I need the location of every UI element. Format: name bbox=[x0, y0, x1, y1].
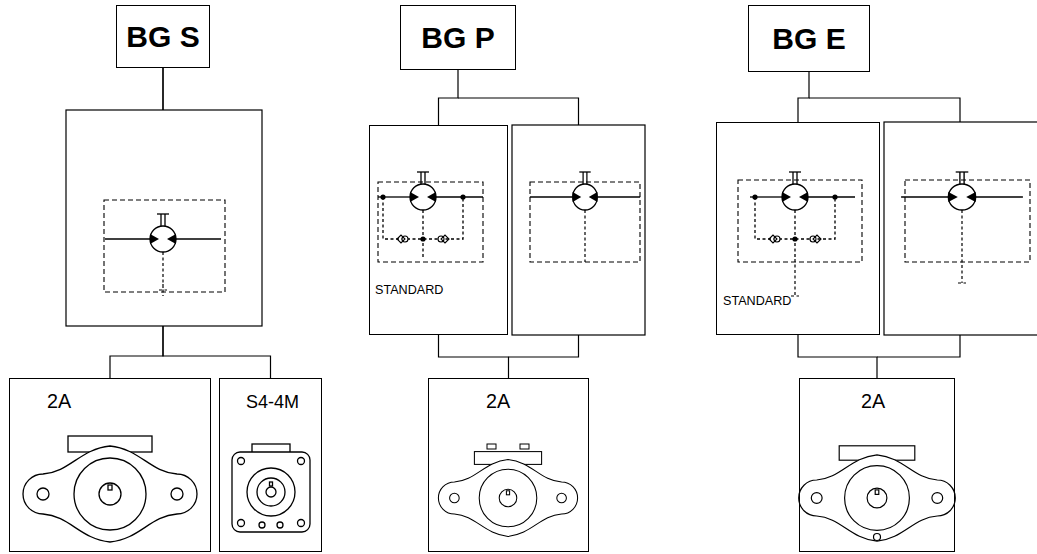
series-box: BG S bbox=[116, 5, 210, 68]
box-label: STANDARD bbox=[723, 295, 885, 309]
flange-box: 2A bbox=[9, 378, 211, 552]
connector-line bbox=[798, 335, 877, 378]
box-label: S4-4M bbox=[246, 393, 347, 413]
valve-box: STANDARD bbox=[716, 122, 880, 335]
connector-line bbox=[163, 68, 271, 378]
series-title: BG P bbox=[421, 21, 494, 54]
connector-line bbox=[439, 70, 459, 125]
flange-box: 2A bbox=[799, 378, 955, 552]
box-label: 2A bbox=[486, 391, 645, 413]
box-label: STANDARD bbox=[375, 284, 512, 298]
connector-line bbox=[798, 72, 809, 122]
connector-line bbox=[110, 68, 163, 378]
series-box: BG P bbox=[400, 5, 516, 70]
series-box: BG E bbox=[748, 5, 870, 72]
flange-box: 2A bbox=[428, 378, 589, 552]
series-title: BG S bbox=[126, 20, 199, 53]
box-label: 2A bbox=[861, 391, 1015, 413]
box-label: 2A bbox=[47, 391, 247, 413]
series-title: BG E bbox=[772, 22, 845, 55]
valve-box: STANDARD bbox=[369, 125, 508, 335]
connector-line bbox=[439, 335, 509, 378]
flange-box: S4-4M bbox=[219, 378, 322, 552]
